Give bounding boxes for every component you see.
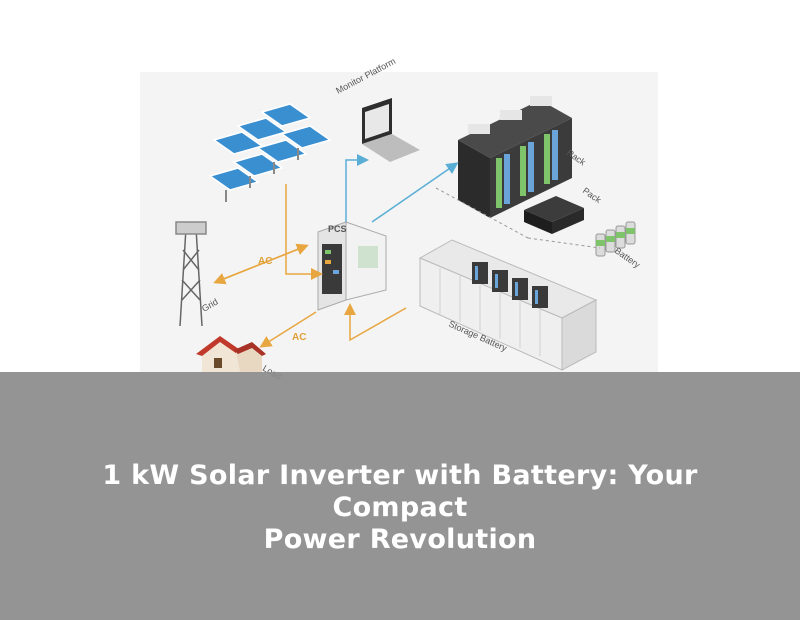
pcs-label: PCS [328,224,347,234]
headline-line-2: Power Revolution [263,524,537,555]
ac-label-bottom: AC [292,332,306,343]
battery-cells [595,221,636,257]
headline: 1 kW Solar Inverter with Battery: Your C… [40,460,760,556]
solar-panel-array [208,103,332,202]
storage-battery-container [418,239,598,371]
grid-tower [175,221,207,327]
battery-pack [524,196,584,234]
dashed-links [435,187,601,249]
monitor-platform-laptop [362,98,420,162]
title-overlay [0,372,800,620]
battery-rack [458,96,572,218]
house-load [196,336,266,372]
data-flow-arrows [345,154,459,223]
ac-flow-arrows [213,184,407,348]
ac-label-top: AC [258,256,272,267]
headline-line-1: 1 kW Solar Inverter with Battery: Your C… [102,460,698,523]
pcs-cabinet [317,221,387,311]
